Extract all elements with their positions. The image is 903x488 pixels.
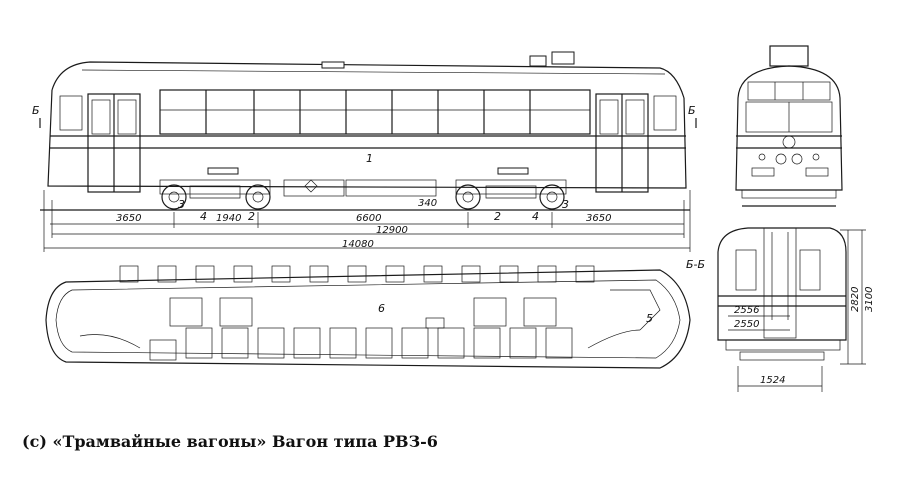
part-number-1: 1 [366, 152, 373, 165]
callout-4-right: 4 [532, 210, 539, 223]
plan-view: 6 5 [45, 265, 691, 369]
dim-2556: 2556 [734, 305, 759, 316]
side-dimensions [43, 190, 691, 252]
section-view: Б-Б 2556 2550 1524 2820 3100 [686, 227, 875, 392]
dim-1940: 1940 [216, 213, 241, 224]
bogie-right [455, 167, 567, 210]
callout-2-left: 2 [248, 210, 255, 223]
plan-seat-row-top [119, 265, 595, 283]
section-mark-left: Б [32, 104, 40, 117]
dim-2550: 2550 [734, 319, 759, 330]
callout-3-right: 3 [562, 198, 569, 211]
section-title: Б-Б [686, 258, 705, 271]
dim-340: 340 [418, 198, 437, 209]
dim-1524: 1524 [760, 375, 785, 386]
dim-2820: 2820 [850, 287, 861, 312]
callout-3-left: 3 [178, 198, 185, 211]
dim-6600: 6600 [356, 213, 381, 224]
bogie-left [159, 167, 271, 210]
dim-3650-right: 3650 [586, 213, 611, 224]
dim-3650-left: 3650 [116, 213, 141, 224]
figure-caption: (с) «Трамвайные вагоны» Вагон типа РВЗ-6 [22, 432, 438, 451]
dim-3100: 3100 [864, 287, 875, 312]
side-windows [159, 89, 591, 135]
section-mark-right: Б [688, 104, 696, 117]
part-number-6: 6 [378, 302, 385, 315]
front-view [735, 45, 843, 207]
dim-14080: 14080 [342, 239, 374, 250]
callout-4-left: 4 [200, 210, 207, 223]
side-elevation: 3650 1940 6600 340 3650 12900 14080 3 4 … [32, 51, 697, 252]
part-number-5: 5 [646, 312, 653, 325]
callout-2-right: 2 [494, 210, 501, 223]
dim-12900: 12900 [376, 225, 408, 236]
plan-seat-row-bottom [185, 327, 573, 359]
side-doors [87, 93, 649, 193]
